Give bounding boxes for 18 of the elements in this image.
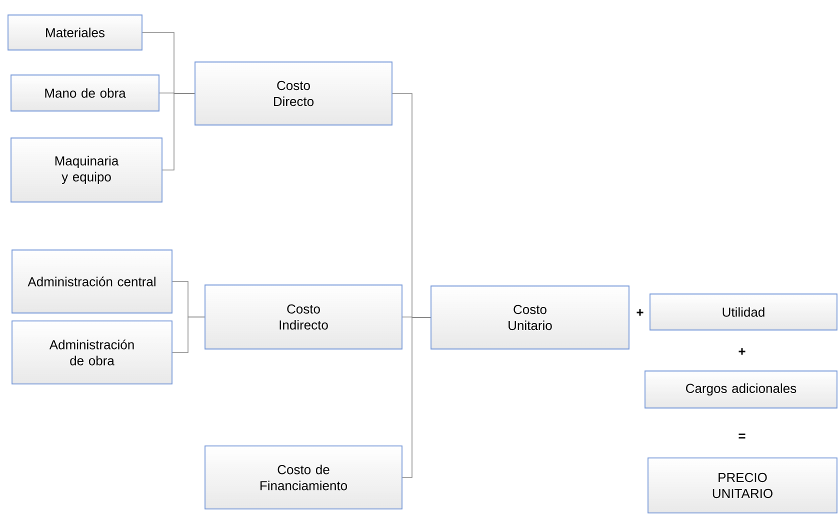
text-box: Utilidad	[650, 294, 838, 330]
text-box: Costo Indirecto	[204, 284, 402, 350]
text-box: PRECIO UNITARIO	[648, 458, 838, 514]
connector-line	[402, 317, 431, 478]
operator-sign: +	[738, 348, 746, 355]
connector-line	[162, 93, 195, 170]
connector-line	[172, 316, 205, 353]
text-box: Costo Directo	[194, 62, 392, 126]
operator-sign: =	[738, 434, 746, 439]
text-box: Materiales	[8, 14, 142, 50]
text-box: Maquinaria y equipo	[10, 138, 162, 202]
text-box: Costo Unitario	[430, 286, 630, 350]
text-box: Mano de obra	[10, 74, 160, 112]
text-box: Administración central	[12, 250, 172, 314]
text-box: Administración de obra	[12, 320, 172, 384]
text-box: Cargos adicionales	[644, 370, 838, 408]
operator-sign: +	[636, 309, 644, 316]
text-box: Costo de Financiamiento	[204, 446, 402, 510]
